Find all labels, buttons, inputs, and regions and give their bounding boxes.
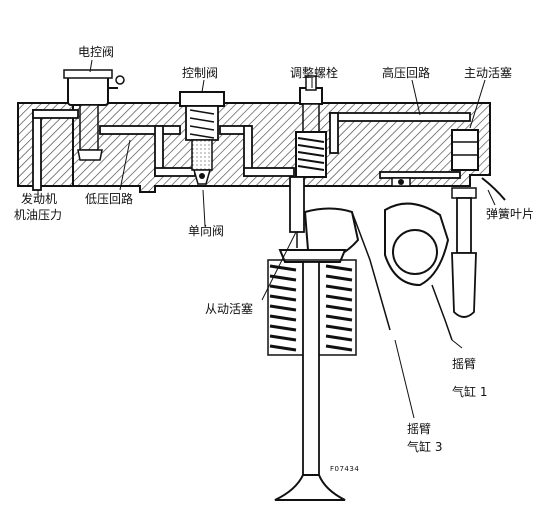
leaf-spring [391,177,506,201]
check-valve-label: 单向阀 [188,224,225,238]
adjusting-screw [295,75,327,178]
control-valve-label: 控制阀 [182,66,219,80]
slave-piston-label: 从动活塞 [205,302,254,316]
slave-piston [289,176,305,248]
leaf-spring-label: 弹簧叶片 [486,207,535,221]
solenoid-valve-label: 电控阀 [78,45,115,59]
cylinder-3-label: 气缸 3 [407,440,443,454]
rocker-arm-3-label: 摇臂 [407,422,432,436]
adjusting-screw-label: 调整螺栓 [290,66,339,80]
engine-oil-pressure-label-line1: 发动机 [21,192,58,206]
figure-code: F07434 [330,465,360,473]
solenoid-valve [63,69,125,161]
rocker-arm-cyl1 [384,202,453,341]
valve-assembly [267,249,357,501]
pushrod-assembly [451,187,477,318]
rocker-arm-1-label: 摇臂 [452,357,477,371]
low-pressure-circuit-label: 低压回路 [85,192,134,206]
oil-passages [32,109,471,191]
engine-oil-pressure-label-line2: 机油压力 [14,208,63,222]
leader-lines [37,59,496,419]
cylinder-1-label: 气缸 1 [452,385,488,399]
control-valve [179,91,225,185]
master-piston-label: 主动活塞 [464,66,513,80]
master-piston [451,129,479,171]
high-pressure-circuit-label: 高压回路 [382,66,431,80]
